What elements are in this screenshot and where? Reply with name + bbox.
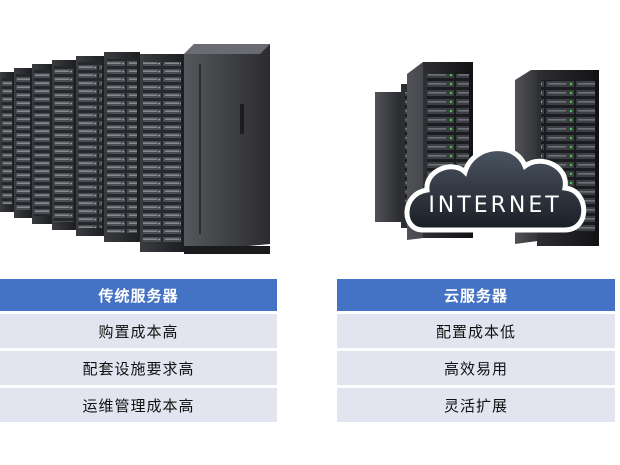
traditional-server-header: 传统服务器	[0, 279, 277, 311]
rack-group	[0, 44, 270, 254]
traditional-server-table: 传统服务器 购置成本高 配套设施要求高 运维管理成本高	[0, 279, 277, 422]
traditional-row-facility-requirements: 配套设施要求高	[0, 351, 277, 385]
traditional-server-racks-image	[0, 44, 270, 254]
cloud-row-configuration-cost: 配置成本低	[337, 314, 615, 348]
internet-cloud: INTERNET	[404, 146, 587, 233]
traditional-row-purchase-cost: 购置成本高	[0, 314, 277, 348]
cloud-server-image: INTERNET	[375, 62, 599, 246]
cloud-label: INTERNET	[428, 193, 561, 218]
cloud-server-header: 云服务器	[337, 279, 615, 311]
cloud-row-flexible-scaling: 灵活扩展	[337, 388, 615, 422]
cloud-row-efficient-easy: 高效易用	[337, 351, 615, 385]
traditional-row-maintenance-cost: 运维管理成本高	[0, 388, 277, 422]
cloud-server-table: 云服务器 配置成本低 高效易用 灵活扩展	[337, 279, 615, 422]
